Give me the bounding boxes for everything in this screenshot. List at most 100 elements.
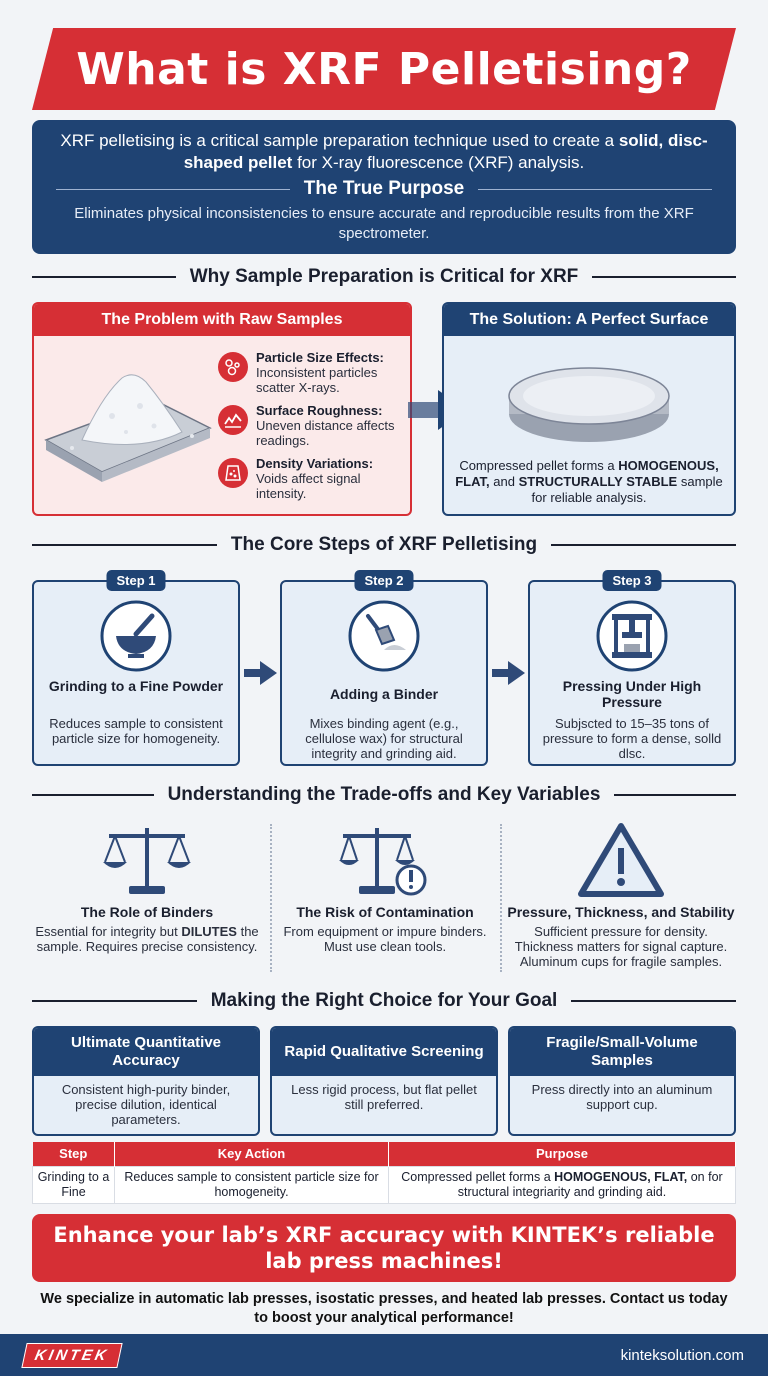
cta-banner: Enhance your lab’s XRF accuracy with KIN…: [32, 1214, 736, 1282]
caption-bold: HOMOGENOUS,: [618, 458, 719, 473]
page-title: What is XRF Pelletising?: [76, 43, 692, 95]
step-badge: Step 1: [106, 570, 166, 591]
step-name: Grinding to a Fine Powder: [48, 678, 224, 694]
step-badge: Step 3: [602, 570, 662, 591]
caption-text: Compressed pellet forms a: [459, 458, 615, 473]
section-title: Why Sample Preparation is Critical for X…: [189, 266, 579, 287]
table-header-row: Step Key Action Purpose: [32, 1142, 736, 1166]
press-icon: [596, 600, 668, 672]
arrow-right-icon: [244, 661, 277, 685]
arrow-right-icon: [492, 661, 525, 685]
section-heading-tradeoffs: Understanding the Trade-offs and Key Var…: [32, 784, 737, 806]
problem-list: Particle Size Effects:Inconsistent parti…: [218, 350, 404, 509]
tradeoff-text-part: the sample. Requires precise consistency…: [36, 924, 259, 954]
step-text: Reduces sample to consistent particle si…: [49, 716, 223, 746]
caption-text: sample for reliable analysis.: [531, 474, 723, 505]
cta-headline: Enhance your lab’s XRF accuracy with KIN…: [53, 1223, 715, 1273]
website-link[interactable]: kinteksolution.com: [620, 1346, 744, 1364]
solution-panel: The Solution: A Perfect Surface Compress…: [442, 302, 736, 516]
goal-card: Fragile/Small-Volume Samples Press direc…: [508, 1026, 736, 1136]
table-cell: Compressed pellet forms a HOMOGENOUS, FL…: [388, 1165, 736, 1204]
divider: [571, 1000, 736, 1002]
intro-box: XRF pelletising is a critical sample pre…: [32, 120, 736, 254]
step-card-2: Step 2 Adding a Binder Mixes binding age…: [280, 570, 488, 766]
step-name: Adding a Binder: [329, 686, 439, 702]
list-item: Particle Size Effects:Inconsistent parti…: [218, 350, 404, 395]
goal-card: Ultimate Quantitative Accuracy Consisten…: [32, 1026, 260, 1136]
column-header: Step: [32, 1142, 115, 1166]
step-card-1: Step 1 Grinding to a Fine Powder Reduces…: [32, 570, 240, 766]
item-text: Uneven distance affects readings.: [256, 418, 395, 448]
goal-text: Consistent high-purity binder, precise d…: [61, 1082, 231, 1127]
step-badge: Step 2: [354, 570, 414, 591]
divider: [614, 794, 737, 796]
step-text: Subjscted to 15–35 tons of pressure to f…: [542, 716, 722, 761]
problem-header: The Problem with Raw Samples: [34, 304, 410, 336]
cell-text: Compressed pellet forms a: [401, 1169, 551, 1184]
goal-text: Press directly into an aluminum support …: [531, 1082, 713, 1112]
divider: [56, 188, 290, 190]
goal-title: Rapid Qualitative Screening: [272, 1028, 496, 1076]
cell-text: on for structural integriarity and grind…: [457, 1169, 723, 1199]
intro-lead: XRF pelletising is a critical sample pre…: [56, 130, 712, 174]
cta-subtext: We specialize in automatic lab presses, …: [40, 1291, 728, 1326]
step-card-3: Step 3 Pressing Under High Pressure Subj…: [528, 570, 736, 766]
goal-title: Ultimate Quantitative Accuracy: [34, 1028, 258, 1076]
title-banner: What is XRF Pelletising?: [32, 28, 736, 110]
scale-icon: [103, 828, 191, 894]
summary-table: Step Key Action Purpose Grinding to a Fi…: [32, 1142, 736, 1204]
footer: KINTEK kinteksolution.com: [0, 1334, 768, 1376]
intro-lead-text-end: for X-ray fluorescence (XRF) analysis.: [297, 153, 585, 172]
intro-lead-text: XRF pelletising is a critical sample pre…: [60, 131, 615, 150]
divider: [32, 544, 217, 546]
table-cell: Grinding to a Fine: [32, 1165, 115, 1204]
caption-text: and: [493, 474, 515, 489]
section-title: Making the Right Choice for Your Goal: [210, 990, 558, 1011]
goal-title: Fragile/Small-Volume Samples: [510, 1028, 734, 1076]
divider: [500, 824, 502, 972]
mortar-pestle-icon: [100, 600, 172, 672]
tradeoff-text: Sufficient pressure for density. Thickne…: [514, 924, 728, 969]
divider: [592, 276, 737, 278]
section-title: The Core Steps of XRF Pelletising: [230, 534, 538, 555]
purpose-heading-row: The True Purpose: [56, 178, 713, 200]
density-icon: [218, 458, 248, 488]
pellet-disc-illustration: [508, 367, 670, 442]
divider: [478, 188, 713, 190]
scale-warning-icon: [339, 828, 427, 896]
particles-icon: [218, 352, 248, 382]
goal-card: Rapid Qualitative Screening Less rigid p…: [270, 1026, 498, 1136]
tradeoff-text-part: Essential for integrity but: [35, 924, 178, 939]
divider: [270, 824, 272, 972]
section-title: Understanding the Trade-offs and Key Var…: [167, 784, 601, 805]
step-name: Pressing Under High Pressure: [562, 678, 702, 710]
section-heading-steps: The Core Steps of XRF Pelletising: [32, 534, 737, 556]
roughness-icon: [218, 405, 248, 435]
item-title: Particle Size Effects:: [256, 350, 384, 365]
goal-text: Less rigid process, but flat pellet stil…: [291, 1082, 477, 1112]
tradeoff-contamination: The Risk of Contamination From equipment…: [270, 820, 500, 970]
kintek-logo[interactable]: KINTEK: [21, 1342, 123, 1368]
column-header: Key Action: [114, 1142, 389, 1166]
divider: [551, 544, 737, 546]
table-row: Grinding to a Fine Reduces sample to con…: [32, 1165, 736, 1204]
item-text: Inconsistent particles scatter X-rays.: [256, 365, 378, 395]
scoop-icon: [348, 600, 420, 672]
caption-bold: STRUCTURALLY STABLE: [518, 474, 678, 489]
section-heading-choice: Making the Right Choice for Your Goal: [32, 990, 736, 1012]
tradeoff-title: Pressure, Thickness, and Stability: [507, 904, 735, 920]
tradeoff-pressure: Pressure, Thickness, and Stability Suffi…: [506, 820, 736, 970]
list-item: Density Variations:Voids affect signal i…: [218, 456, 404, 501]
divider: [32, 794, 154, 796]
tradeoff-text: From equipment or impure binders. Must u…: [283, 924, 487, 954]
item-title: Surface Roughness:: [256, 403, 383, 418]
tradeoff-text: Essential for integrity but DILUTES the …: [32, 924, 262, 954]
caption-bold: FLAT,: [455, 474, 490, 489]
column-header: Purpose: [388, 1142, 736, 1166]
purpose-text: Eliminates physical inconsistencies to e…: [74, 205, 694, 242]
divider: [32, 1000, 197, 1002]
tradeoff-title: The Role of Binders: [80, 904, 214, 920]
solution-header: The Solution: A Perfect Surface: [444, 304, 734, 336]
solution-caption: Compressed pellet forms a HOMOGENOUS, FL…: [452, 458, 726, 506]
